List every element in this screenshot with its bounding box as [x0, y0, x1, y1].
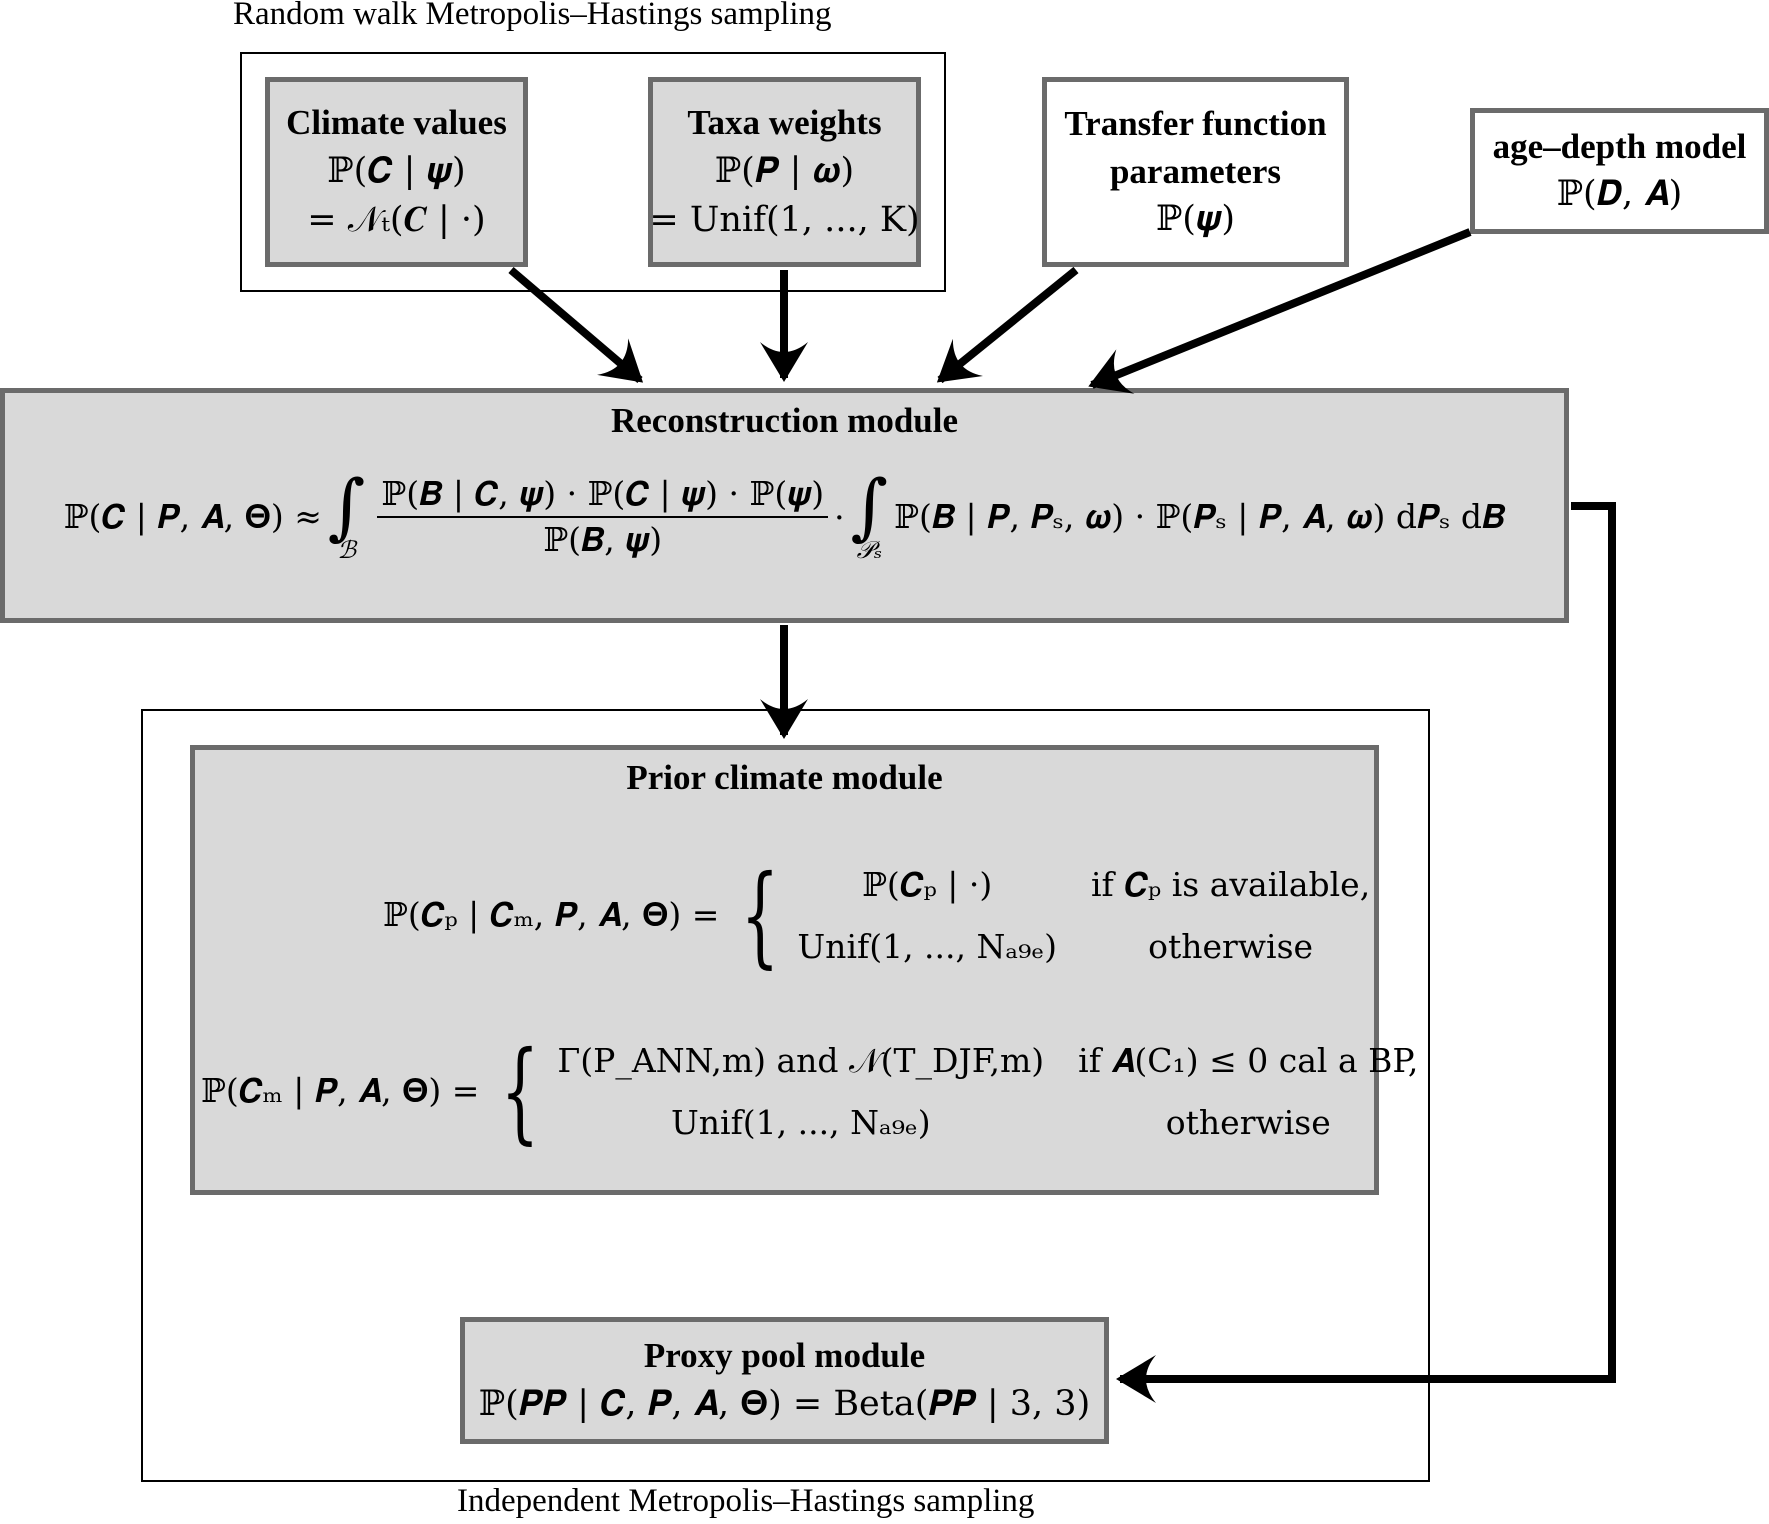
prior-eq-cm: ℙ(𝑪ₘ | 𝑷, 𝑨, 𝚯) = { Γ(P_ANN,m) and 𝒩(T_D…	[201, 1036, 1418, 1146]
edge-reconstruction-to-proxy	[1116, 502, 1616, 1403]
left-brace-icon: {	[741, 851, 780, 979]
edge-climate-to-reconstruction	[508, 266, 644, 384]
case-condition: otherwise	[1165, 1102, 1331, 1142]
product-dot: ·	[834, 497, 845, 537]
prior-climate-module[interactable]: Prior climate module ℙ(𝑪ₚ | 𝑪ₘ, 𝑷, 𝑨, 𝚯)…	[190, 745, 1418, 1195]
fraction-numerator: ℙ(𝑩 | 𝑪, 𝝍) · ℙ(𝑪 | 𝝍) · ℙ(𝝍)	[377, 474, 829, 519]
bayes-fraction: ℙ(𝑩 | 𝑪, 𝝍) · ℙ(𝑪 | 𝝍) · ℙ(𝝍) ℙ(𝑩, 𝝍)	[377, 474, 829, 560]
case-value: ℙ(𝑪ₚ | ·)	[862, 864, 993, 904]
edge-transfer-to-reconstruction	[936, 266, 1079, 384]
random-walk-group-frame	[240, 52, 946, 292]
random-walk-group-label: Random walk Metropolis–Hastings sampling	[233, 0, 832, 32]
fraction-denominator: ℙ(𝑩, 𝝍)	[543, 520, 663, 560]
independent-group-label: Independent Metropolis–Hastings sampling	[457, 1483, 1035, 1519]
proxy-pool-module[interactable]: Proxy pool module ℙ(𝑷𝑷 | 𝑪, 𝑷, 𝑨, 𝚯) = B…	[460, 1317, 1109, 1444]
transfer-function-title-2: parameters	[1109, 151, 1282, 191]
climate-values-prob: ℙ(𝑪 | 𝝍)	[327, 150, 466, 191]
integral-icon: ∫	[850, 464, 889, 549]
proxy-pool-formula: ℙ(𝑷𝑷 | 𝑪, 𝑷, 𝑨, 𝚯) = Beta(𝑷𝑷 | 3, 3)	[478, 1383, 1091, 1424]
edge-agedepth-to-reconstruction	[1088, 228, 1472, 394]
prior-climate-title: Prior climate module	[626, 758, 943, 797]
climate-values-node[interactable]: Climate values ℙ(𝑪 | 𝝍) = 𝒩ₜ(𝑪 | ·)	[265, 77, 528, 267]
taxa-weights-prob: ℙ(𝑷 | 𝝎)	[714, 150, 855, 191]
integral-ps-domain: 𝒫ₛ	[856, 536, 883, 565]
integral-b-domain: ℬ	[337, 536, 357, 565]
prior-eq-cp-cases: ℙ(𝑪ₚ | ·) if 𝑪ₚ is available, Unif(1, ..…	[797, 865, 1370, 966]
integral-b: ∫ ℬ	[328, 470, 366, 564]
prior-eq-cm-lhs: ℙ(𝑪ₘ | 𝑷, 𝑨, 𝚯) =	[201, 1071, 480, 1110]
age-depth-prob: ℙ(𝑫, 𝑨)	[1556, 174, 1683, 215]
case-value: Γ(P_ANN,m) and 𝒩(T_DJF,m)	[557, 1040, 1045, 1080]
integral-icon: ∫	[327, 464, 366, 549]
integral-ps: ∫ 𝒫ₛ	[851, 470, 889, 564]
prior-eq-cm-cases: Γ(P_ANN,m) and 𝒩(T_DJF,m) if 𝑨(C₁) ≤ 0 c…	[557, 1041, 1418, 1142]
prior-eq-cp: ℙ(𝑪ₚ | 𝑪ₘ, 𝑷, 𝑨, 𝚯) = { ℙ(𝑪ₚ | ·) if 𝑪ₚ …	[383, 860, 1370, 970]
reconstruction-title: Reconstruction module	[610, 401, 959, 440]
transfer-function-title-1: Transfer function	[1064, 104, 1327, 144]
transfer-function-node[interactable]: Transfer function parameters ℙ(𝝍)	[1042, 77, 1349, 267]
climate-values-dist: = 𝒩ₜ(𝑪 | ·)	[307, 199, 486, 240]
climate-values-title: Climate values	[286, 103, 507, 143]
taxa-weights-dist: = Unif(1, ..., K)	[649, 199, 920, 240]
case-condition: otherwise	[1148, 926, 1314, 966]
transfer-function-prob: ℙ(𝝍)	[1155, 198, 1236, 239]
age-depth-title: age–depth model	[1492, 126, 1747, 166]
age-depth-node[interactable]: age–depth model ℙ(𝑫, 𝑨)	[1470, 108, 1769, 234]
prior-eq-cp-lhs: ℙ(𝑪ₚ | 𝑪ₘ, 𝑷, 𝑨, 𝚯) =	[383, 895, 720, 934]
reconstruction-lhs: ℙ(𝑪 | 𝑷, 𝑨, 𝚯) ≈	[63, 497, 322, 537]
reconstruction-formula: ℙ(𝑪 | 𝑷, 𝑨, 𝚯) ≈ ∫ ℬ ℙ(𝑩 | 𝑪, 𝝍) · ℙ(𝑪 |…	[64, 470, 1506, 564]
case-value: Unif(1, ..., Nₐ₉ₑ)	[797, 926, 1057, 966]
proxy-pool-title: Proxy pool module	[643, 1336, 926, 1376]
reconstruction-module[interactable]: Reconstruction module ℙ(𝑪 | 𝑷, 𝑨, 𝚯) ≈ ∫…	[0, 388, 1569, 623]
case-value: Unif(1, ..., Nₐ₉ₑ)	[670, 1102, 931, 1142]
taxa-weights-node[interactable]: Taxa weights ℙ(𝑷 | 𝝎) = Unif(1, ..., K)	[648, 77, 921, 267]
reconstruction-rhs: ℙ(𝑩 | 𝑷, 𝑷ₛ, 𝝎) · ℙ(𝑷ₛ | 𝑷, 𝑨, 𝝎) d𝑷ₛ d𝑩	[894, 497, 1506, 537]
left-brace-icon: {	[501, 1027, 540, 1155]
case-condition: if 𝑪ₚ is available,	[1091, 864, 1371, 904]
case-condition: if 𝑨(C₁) ≤ 0 cal a BP,	[1078, 1040, 1419, 1080]
taxa-weights-title: Taxa weights	[687, 103, 882, 143]
